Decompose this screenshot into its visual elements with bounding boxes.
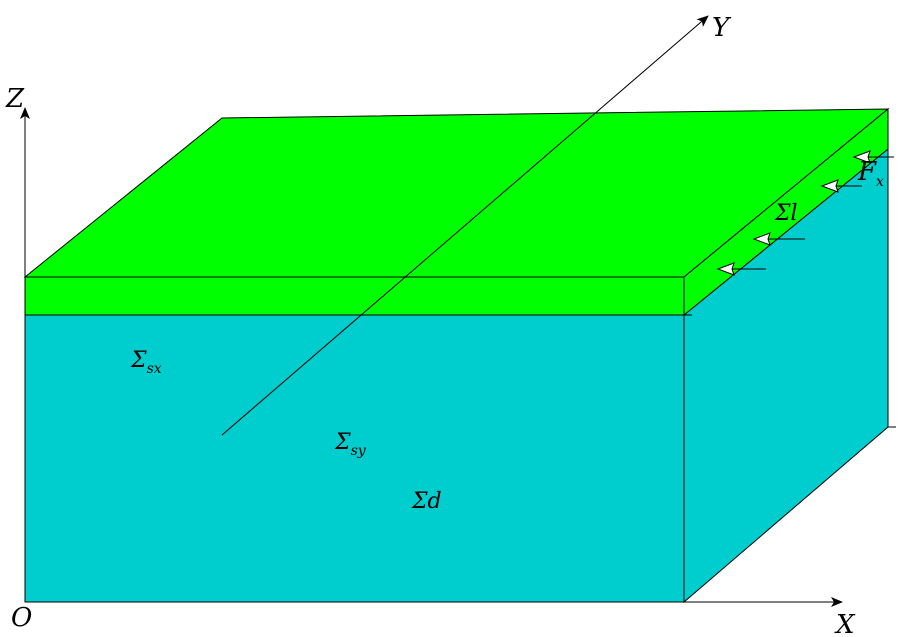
y-axis-label: Y (712, 13, 732, 43)
sigma-sy-label: Σsy (334, 430, 367, 459)
force-arrow (752, 232, 805, 246)
force-arrow (852, 150, 894, 164)
top-layer-front-face (24, 276, 685, 316)
force-label: Fx (857, 157, 884, 190)
force-arrows (716, 150, 894, 276)
force-arrow (820, 179, 862, 193)
sigma-sx-label: Σsx (130, 348, 162, 377)
top-layer-right-face (683, 107, 889, 317)
y-axis-line (221, 15, 709, 436)
x-axis-label: X (834, 610, 856, 637)
origin-label: O (11, 603, 32, 633)
sigma-l-label: Σl (774, 201, 798, 226)
sigma-d-label: Σd (411, 489, 442, 514)
z-axis-label: Z (5, 84, 25, 114)
force-arrow (716, 262, 766, 276)
